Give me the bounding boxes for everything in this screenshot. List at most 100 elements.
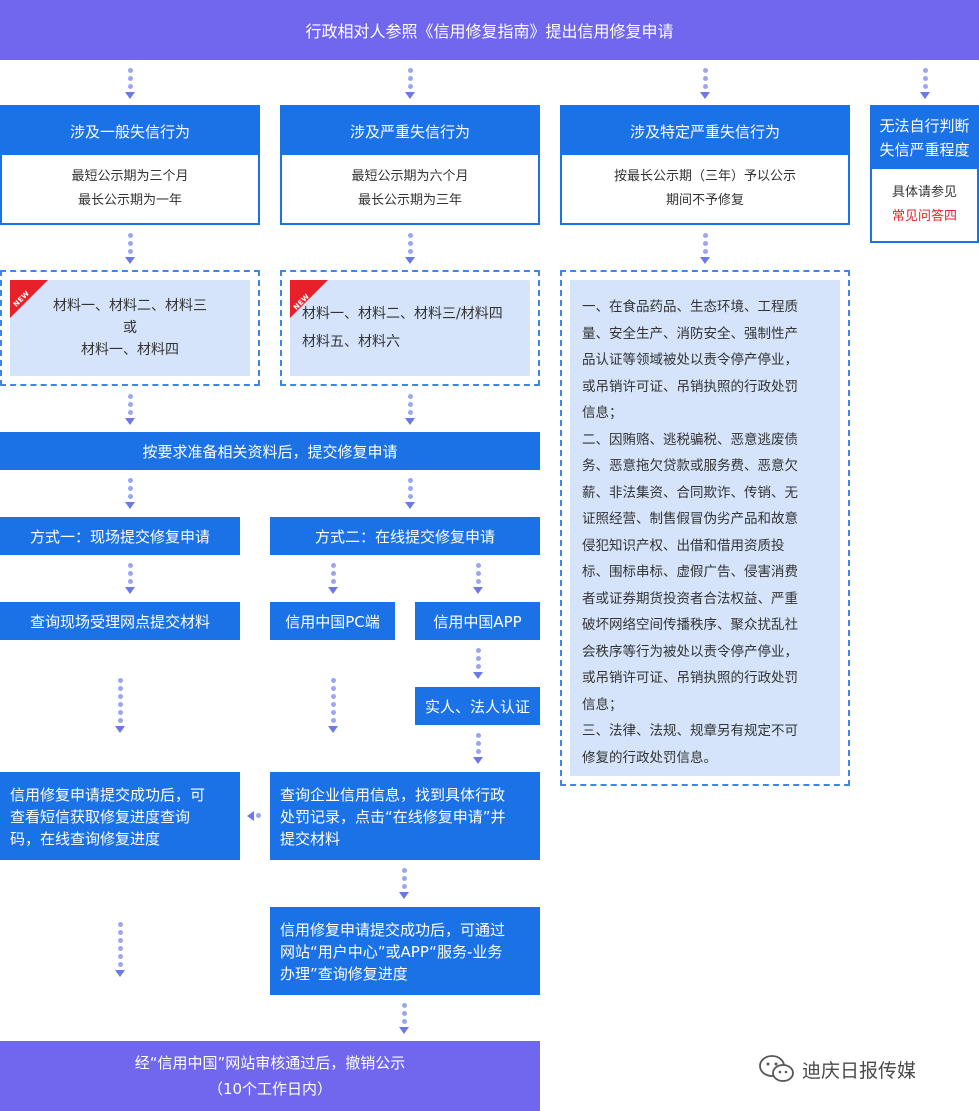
no-repair-text: 期间不予修复 bbox=[665, 193, 744, 208]
materials-line: 材料一、材料二、材料三 bbox=[53, 298, 207, 314]
method-onsite: 方式一：现场提交修复申请 bbox=[0, 517, 240, 555]
identity-verification-step: 实人、法人认证 bbox=[415, 687, 540, 725]
max-period-text: 最长公示期为三年 bbox=[357, 193, 462, 208]
result-line: 信用修复申请提交成功后，可 bbox=[10, 786, 206, 804]
materials-line: 材料五、材料六 bbox=[302, 334, 400, 350]
card-special-serious-dishonesty: 涉及特定严重失信行为 按最长公示期（三年）予以公示 期间不予修复 bbox=[560, 105, 850, 225]
special-condition-line: 薪、非法集资、合同欺诈、传销、无 bbox=[582, 484, 798, 501]
online-result-line: 信用修复申请提交成功后，可通过 bbox=[280, 921, 506, 939]
connector-arrow bbox=[473, 563, 483, 594]
special-condition-line: 破坏网络空间传播秩序、聚众扰乱社 bbox=[582, 617, 798, 633]
top-banner: 行政相对人参照《信用修复指南》提出信用修复申请 bbox=[0, 0, 979, 60]
connector-arrow bbox=[700, 233, 710, 264]
connector-arrow bbox=[125, 68, 135, 99]
method-online: 方式二：在线提交修复申请 bbox=[270, 517, 540, 555]
query-enterprise-box: 查询企业信用信息，找到具体行政 处罚记录，点击“在线修复申请”并 提交材料 bbox=[270, 772, 540, 860]
special-condition-line: 修复的行政处罚信息。 bbox=[582, 749, 717, 766]
special-conditions-list: 一、在食品药品、生态环境、工程质量、安全生产、消防安全、强制性产品认证等领域被处… bbox=[570, 280, 840, 776]
pc-client-step: 信用中国PC端 bbox=[270, 602, 395, 640]
onsite-submit-step: 查询现场受理网点提交材料 bbox=[0, 602, 240, 640]
special-condition-line: 证照经营、制售假冒伪劣产品和故意 bbox=[582, 511, 798, 527]
submit-application-bar: 按要求准备相关资料后，提交修复申请 bbox=[0, 432, 540, 470]
online-result-box: 信用修复申请提交成功后，可通过 网站“用户中心”或APP“服务-业务 办理”查询… bbox=[270, 907, 540, 995]
connector-arrow bbox=[125, 563, 135, 594]
faq-link[interactable]: 常见问答四 bbox=[891, 209, 957, 224]
connector-arrow bbox=[115, 678, 125, 733]
special-condition-line: 一、在食品药品、生态环境、工程质 bbox=[582, 299, 798, 315]
new-badge: NEW bbox=[10, 280, 48, 318]
connector-arrow bbox=[399, 868, 409, 899]
special-condition-line: 信息； bbox=[582, 696, 623, 713]
watermark-text: 迪庆日报传媒 bbox=[802, 1059, 917, 1082]
period-text: 按最长公示期（三年）予以公示 bbox=[613, 169, 796, 184]
min-period-text: 最短公示期为三个月 bbox=[71, 169, 189, 184]
materials-line: 材料一、材料四 bbox=[81, 342, 179, 358]
materials-serious-box: NEW 材料一、材料二、材料三/材料四 材料五、材料六 bbox=[280, 270, 540, 386]
card-body: 具体请参见 常见问答四 bbox=[872, 169, 977, 241]
connector-arrow bbox=[399, 1003, 409, 1034]
special-condition-line: 会秩序等行为被处以责令停产停业， bbox=[582, 643, 798, 660]
final-result-banner: 经“信用中国”网站审核通过后，撤销公示 （10个工作日内） bbox=[0, 1041, 540, 1111]
special-condition-line: 或吊销许可证、吊销执照的行政处罚 bbox=[582, 378, 798, 395]
special-condition-line: 标、围标串标、虚假广告、侵害消费 bbox=[582, 564, 798, 580]
result-line: 码，在线查询修复进度 bbox=[10, 830, 161, 848]
materials-general: NEW 材料一、材料二、材料三 或 材料一、材料四 bbox=[10, 280, 250, 376]
card-body: 最短公示期为三个月 最长公示期为一年 bbox=[2, 155, 258, 223]
connector-arrow bbox=[405, 233, 415, 264]
connector-arrow bbox=[405, 68, 415, 99]
special-condition-line: 三、法律、法规、规章另有规定不可 bbox=[582, 723, 798, 739]
connector-arrow bbox=[115, 922, 125, 977]
card-unknown-severity: 无法自行判断 失信严重程度 具体请参见 常见问答四 bbox=[870, 105, 979, 243]
materials-serious: NEW 材料一、材料二、材料三/材料四 材料五、材料六 bbox=[290, 280, 530, 376]
result-line: 查看短信获取修复进度查询 bbox=[10, 808, 191, 826]
special-condition-line: 者或证券期货投资者合法权益、严重 bbox=[582, 590, 798, 607]
card-title: 涉及一般失信行为 bbox=[2, 107, 258, 155]
connector-arrow bbox=[700, 68, 710, 99]
special-condition-line: 量、安全生产、消防安全、强制性产 bbox=[582, 325, 798, 342]
materials-line: 材料一、材料二、材料三/材料四 bbox=[302, 306, 503, 322]
onsite-result-box: 信用修复申请提交成功后，可 查看短信获取修复进度查询 码，在线查询修复进度 bbox=[0, 772, 240, 860]
card-serious-dishonesty: 涉及严重失信行为 最短公示期为六个月 最长公示期为三年 bbox=[280, 105, 540, 225]
online-result-line: 网站“用户中心”或APP“服务-业务 bbox=[280, 943, 503, 961]
connector-arrow bbox=[328, 563, 338, 594]
new-badge: NEW bbox=[290, 280, 328, 318]
final-duration: （10个工作日内） bbox=[207, 1080, 333, 1098]
final-line: 经“信用中国”网站审核通过后，撤销公示 bbox=[134, 1054, 406, 1072]
connector-arrow bbox=[328, 678, 338, 733]
query-line: 处罚记录，点击“在线修复申请”并 bbox=[280, 808, 506, 826]
see-also-text: 具体请参见 bbox=[891, 185, 957, 200]
card-body: 最短公示期为六个月 最长公示期为三年 bbox=[282, 155, 538, 223]
materials-general-box: NEW 材料一、材料二、材料三 或 材料一、材料四 bbox=[0, 270, 260, 386]
min-period-text: 最短公示期为六个月 bbox=[351, 169, 469, 184]
query-line: 提交材料 bbox=[280, 830, 341, 848]
card-body: 按最长公示期（三年）予以公示 期间不予修复 bbox=[562, 155, 848, 223]
left-arrow-icon bbox=[247, 810, 265, 822]
special-conditions-box: 一、在食品药品、生态环境、工程质量、安全生产、消防安全、强制性产品认证等领域被处… bbox=[560, 270, 850, 786]
special-condition-line: 二、因贿赂、逃税骗税、恶意逃废债 bbox=[582, 431, 798, 448]
connector-arrow bbox=[473, 648, 483, 679]
connector-arrow bbox=[125, 478, 135, 509]
connector-arrow bbox=[405, 478, 415, 509]
connector-arrow bbox=[125, 233, 135, 264]
card-title: 涉及特定严重失信行为 bbox=[562, 107, 848, 155]
card-general-dishonesty: 涉及一般失信行为 最短公示期为三个月 最长公示期为一年 bbox=[0, 105, 260, 225]
online-result-line: 办理”查询修复进度 bbox=[280, 965, 408, 983]
special-condition-line: 信息； bbox=[582, 405, 623, 421]
title-line: 无法自行判断 bbox=[879, 117, 970, 135]
wechat-icon bbox=[759, 1055, 794, 1082]
connector-arrow bbox=[473, 733, 483, 764]
title-line: 失信严重程度 bbox=[879, 141, 970, 159]
card-title: 涉及严重失信行为 bbox=[282, 107, 538, 155]
materials-or: 或 bbox=[123, 320, 137, 336]
app-client-step: 信用中国APP bbox=[415, 602, 540, 640]
query-line: 查询企业信用信息，找到具体行政 bbox=[280, 786, 506, 804]
special-condition-line: 侵犯知识产权、出借和借用资质投 bbox=[582, 537, 785, 554]
special-condition-line: 或吊销许可证、吊销执照的行政处罚 bbox=[582, 670, 798, 686]
connector-arrow bbox=[405, 394, 415, 425]
card-title: 无法自行判断 失信严重程度 bbox=[872, 107, 977, 169]
max-period-text: 最长公示期为一年 bbox=[77, 193, 182, 208]
connector-arrow bbox=[920, 68, 930, 99]
special-condition-line: 务、恶意拖欠贷款或服务费、恶意欠 bbox=[582, 458, 798, 474]
watermark: 迪庆日报传媒 bbox=[758, 1052, 968, 1086]
special-condition-line: 品认证等领域被处以责令停产停业， bbox=[582, 352, 798, 368]
